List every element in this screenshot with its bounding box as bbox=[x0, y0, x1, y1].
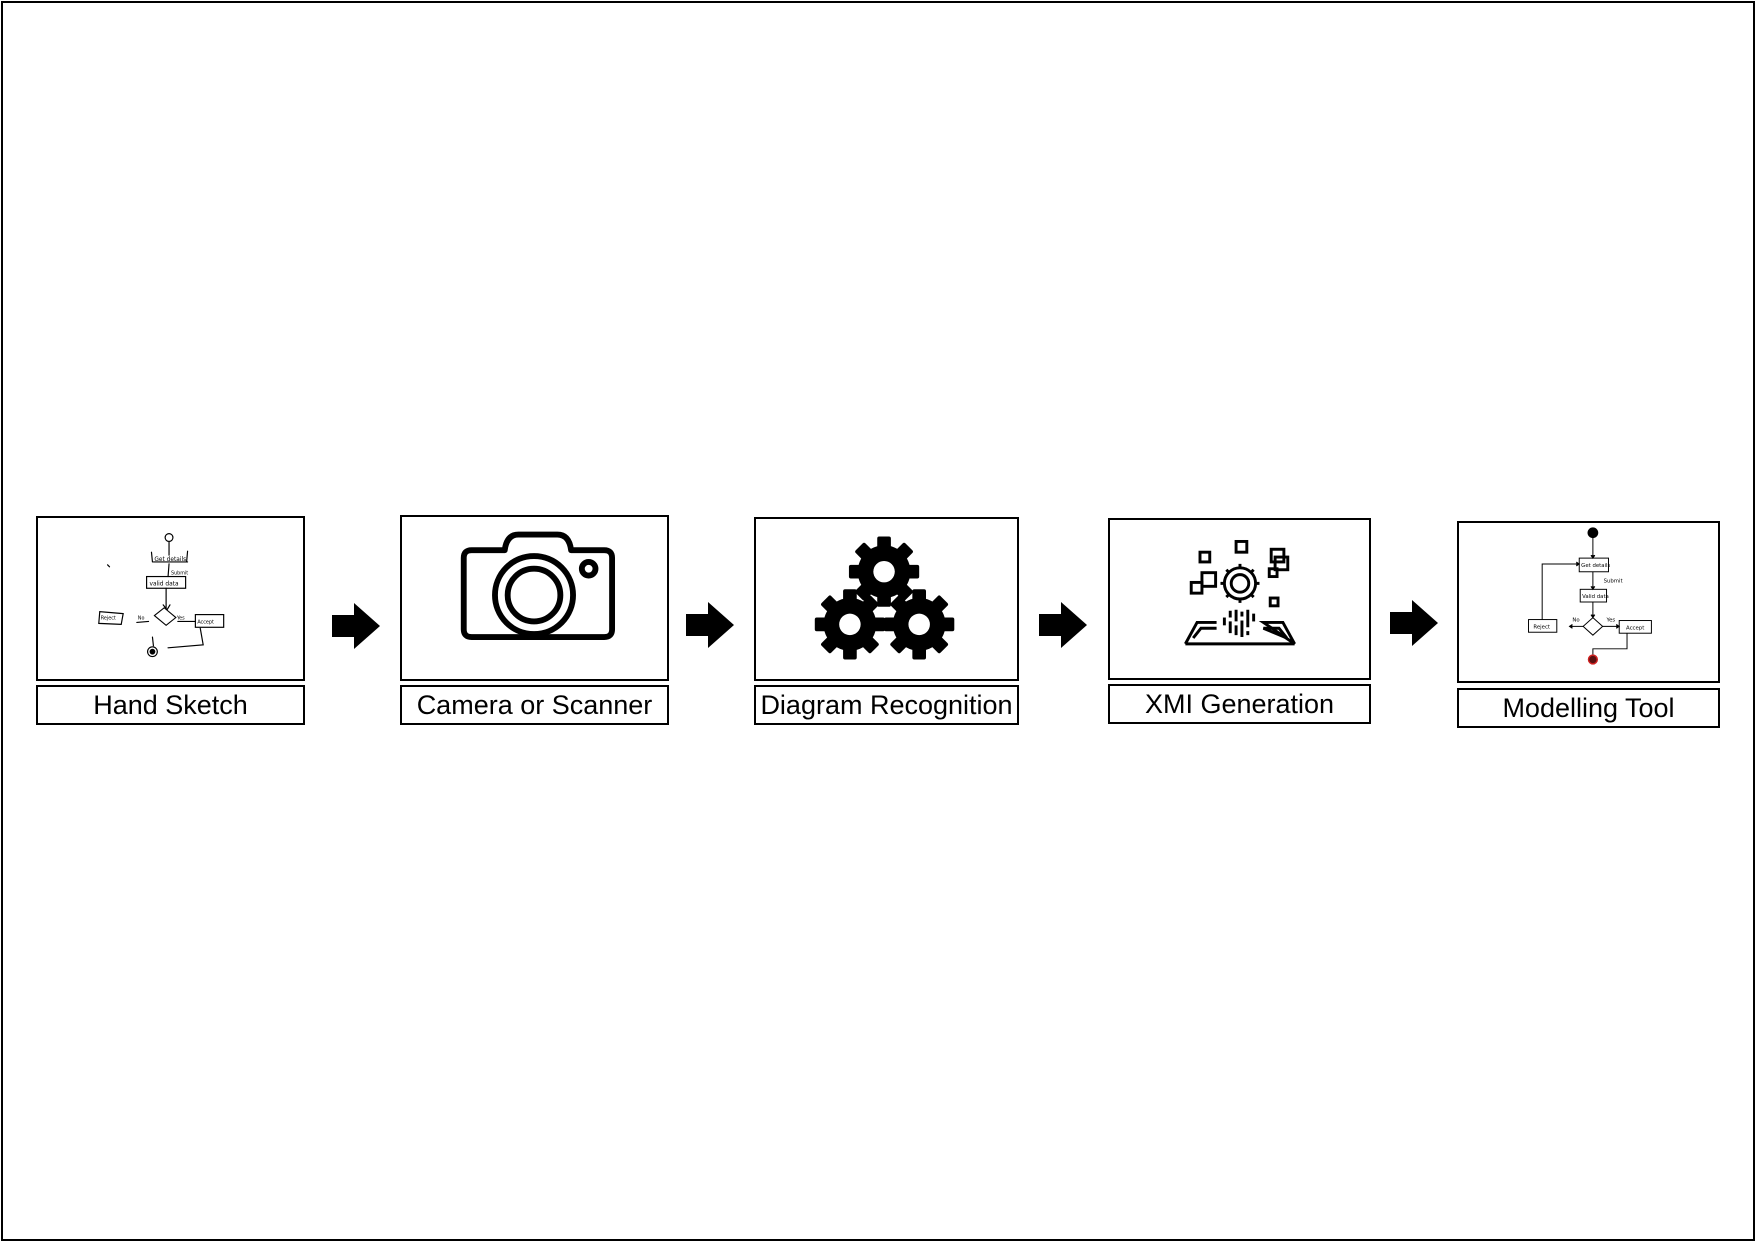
modelling-tool-box: Get details Submit Valid data No Yes Rej… bbox=[1457, 521, 1720, 683]
arrow-right-icon bbox=[332, 603, 380, 649]
flow-arrow-2 bbox=[686, 600, 736, 650]
arrow-right-icon bbox=[1039, 602, 1087, 648]
sketch-accept-text: Accept bbox=[197, 619, 214, 625]
stage-label-xmi-generation: XMI Generation bbox=[1108, 684, 1371, 724]
model-valid-data-text: Valid data bbox=[1582, 594, 1609, 600]
flow-arrow-4 bbox=[1390, 598, 1440, 648]
gears-icon bbox=[814, 536, 955, 660]
modelling-tool-diagram: Get details Submit Valid data No Yes Rej… bbox=[1528, 527, 1652, 665]
model-get-details-text: Get details bbox=[1581, 563, 1610, 569]
stage-label-diagram-recognition: Diagram Recognition bbox=[754, 685, 1019, 725]
model-accept-text: Accept bbox=[1626, 625, 1644, 631]
stage-label-hand-sketch: Hand Sketch bbox=[36, 685, 305, 725]
flow-arrow-1 bbox=[332, 601, 382, 651]
arrow-right-icon bbox=[686, 602, 734, 648]
model-yes-text: Yes bbox=[1606, 618, 1616, 624]
sketch-no-text: No bbox=[138, 615, 145, 621]
sketch-yes-text: Yes bbox=[176, 615, 185, 621]
sketch-reject-text: Reject bbox=[101, 615, 116, 621]
xmi-generation-icon bbox=[1184, 539, 1296, 646]
sketch-submit-text: Submit bbox=[171, 571, 188, 577]
stage-label-modelling-tool: Modelling Tool bbox=[1457, 688, 1720, 728]
hand-sketch-box: Get details Submit valid data No Yes Rej… bbox=[36, 516, 305, 681]
xmi-generation-box bbox=[1108, 518, 1371, 680]
arrow-right-icon bbox=[1390, 600, 1438, 646]
stage-label-camera-or-scanner: Camera or Scanner bbox=[400, 685, 669, 725]
camera-scanner-box bbox=[400, 515, 669, 681]
diagram-recognition-box bbox=[754, 517, 1019, 681]
hand-sketch-image: Get details Submit valid data No Yes Rej… bbox=[98, 533, 225, 658]
model-no-text: No bbox=[1572, 618, 1579, 624]
flow-arrow-3 bbox=[1039, 600, 1089, 650]
model-submit-text: Submit bbox=[1604, 578, 1623, 584]
sketch-get-details-text: Get details bbox=[154, 557, 186, 563]
sketch-valid-data-text: valid data bbox=[150, 581, 179, 587]
camera-icon bbox=[460, 531, 616, 640]
model-reject-text: Reject bbox=[1533, 624, 1550, 630]
